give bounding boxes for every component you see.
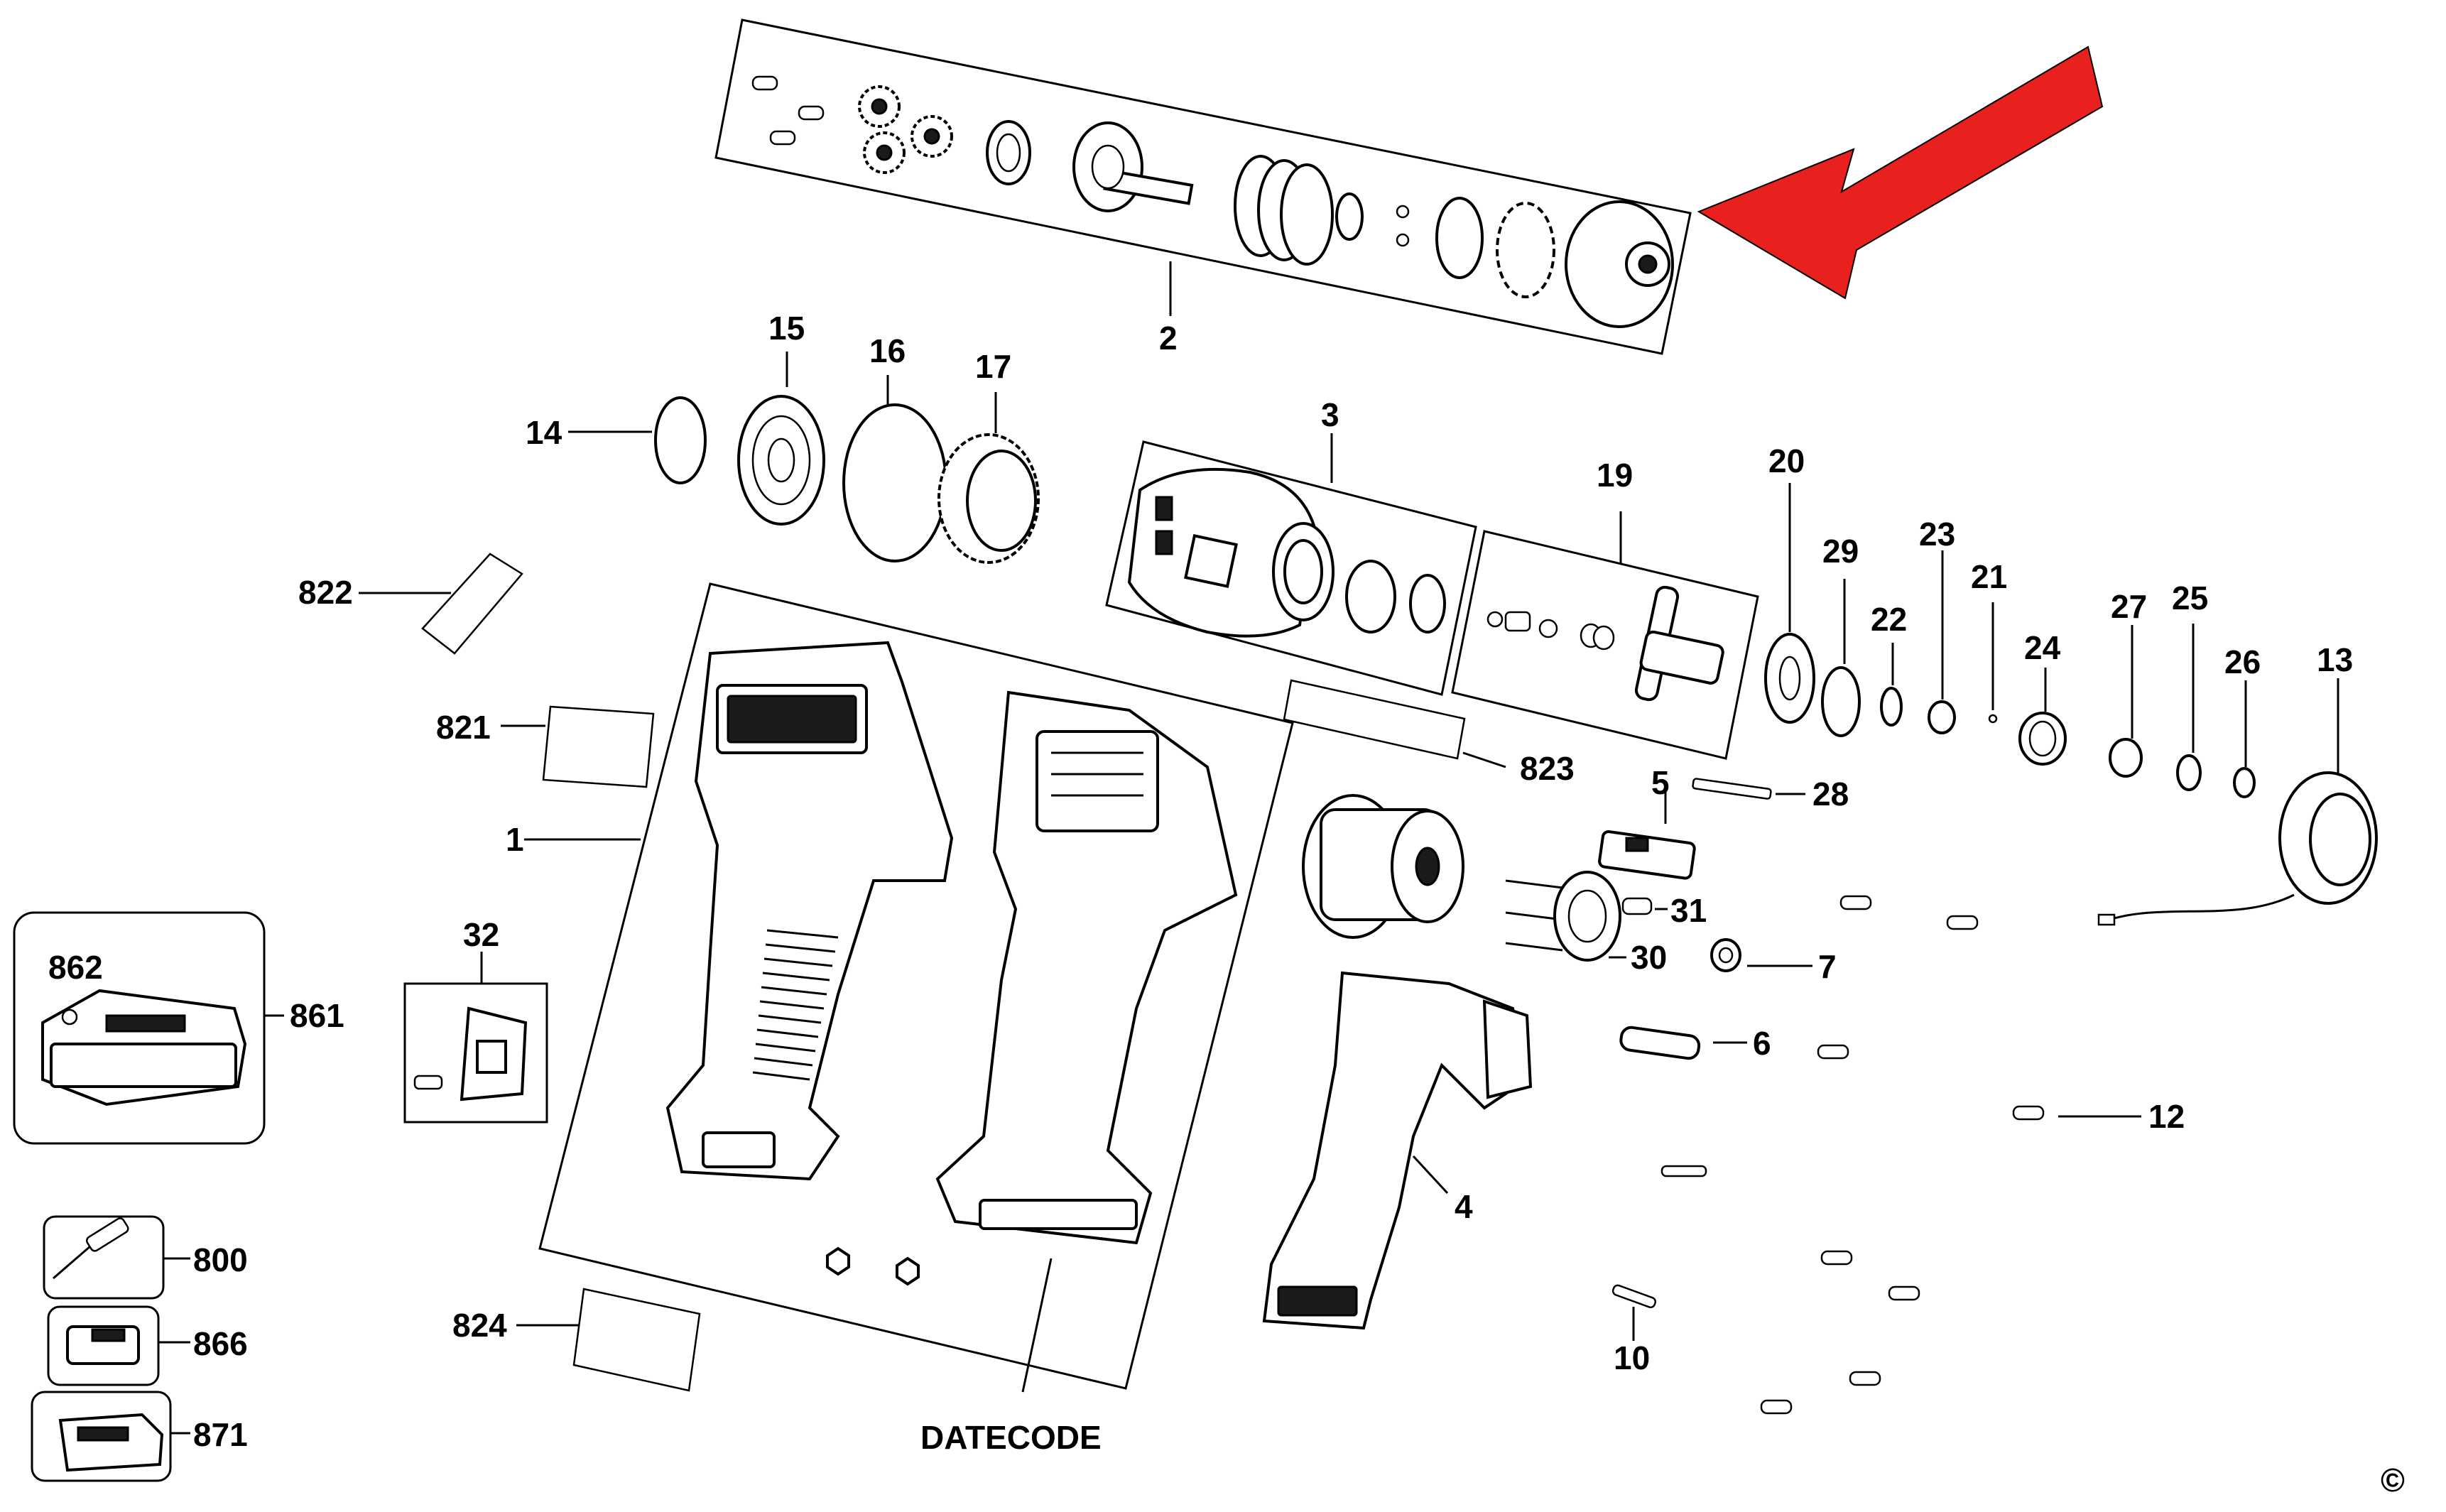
gearbox-assembly-panel: 2 [714, 18, 2104, 357]
anvil-panel: 19 [1451, 457, 1759, 760]
screws-and-pins: 12 10 [1611, 895, 2185, 1415]
callout-21: 21 [1971, 558, 2007, 595]
callout-30: 30 [1631, 939, 1667, 976]
callout-31: 31 [1670, 892, 1707, 929]
nose-cover-panel: 3 [1105, 396, 1477, 696]
callout-15: 15 [768, 310, 805, 347]
callout-25: 25 [2172, 580, 2208, 616]
housing-panel: 1 DATECODE [506, 582, 1294, 1456]
callout-22: 22 [1871, 601, 1907, 638]
left-clamshell [665, 641, 954, 1181]
callout-17: 17 [975, 348, 1011, 385]
anvil [1634, 585, 1724, 702]
callout-4: 4 [1455, 1188, 1473, 1225]
callout-24: 24 [2024, 629, 2061, 666]
nose-housing [1127, 467, 1335, 638]
callout-871: 871 [193, 1416, 248, 1453]
callout-12: 12 [2148, 1098, 2185, 1135]
callout-19: 19 [1597, 457, 1633, 494]
callout-822: 822 [298, 574, 353, 611]
front-cover-parts: 14 15 16 17 [526, 310, 1040, 564]
spindle-carrier [1072, 121, 1194, 212]
callout-823: 823 [1520, 750, 1575, 787]
callout-862: 862 [48, 949, 103, 986]
planetary-gears [858, 85, 953, 174]
kit-box-panel: 862 861 [13, 911, 344, 1145]
callout-14: 14 [526, 414, 562, 451]
datecode-label: DATECODE [920, 1419, 1102, 1456]
grip-hatch-left [752, 929, 839, 1081]
callout-7: 7 [1818, 948, 1837, 985]
callout-32: 32 [463, 916, 499, 953]
callout-23: 23 [1919, 516, 1955, 553]
light-ring-13 [2097, 771, 2378, 926]
callout-20: 20 [1768, 442, 1805, 479]
callout-5: 5 [1651, 764, 1670, 801]
switch-5 [1598, 830, 1696, 880]
collar-15 [737, 395, 825, 526]
hammer [1565, 200, 1674, 328]
callout-2: 2 [1159, 320, 1178, 357]
small-parts-right: 20 29 22 23 21 24 27 25 26 [1764, 442, 2378, 926]
labels-group: 822 821 823 824 [298, 553, 1575, 1392]
callout-28: 28 [1812, 776, 1849, 812]
pointer-arrow [1697, 45, 2104, 300]
controller-module-30 [1505, 871, 1621, 962]
callout-26: 26 [2224, 643, 2261, 680]
callout-866: 866 [193, 1325, 248, 1362]
callout-27: 27 [2111, 588, 2147, 625]
callout-861: 861 [290, 997, 344, 1034]
callout-10: 10 [1614, 1339, 1650, 1376]
motor [1302, 794, 1464, 939]
switch-housing [1262, 971, 1533, 1330]
callout-800: 800 [193, 1241, 248, 1278]
callout-16: 16 [869, 332, 906, 369]
motor-assembly: 30 31 4 5 28 7 6 [1262, 764, 1849, 1330]
callout-824: 824 [452, 1307, 507, 1344]
hammer-spring [1234, 155, 1334, 266]
callout-13: 13 [2317, 641, 2353, 678]
right-clamshell [935, 690, 1238, 1245]
callout-6: 6 [1753, 1025, 1771, 1062]
callout-3: 3 [1321, 396, 1339, 433]
callout-821: 821 [436, 709, 491, 746]
callout-1: 1 [506, 821, 524, 858]
accessory-boxes: 800 866 871 [31, 1215, 248, 1482]
ring-gear-17 [937, 433, 1040, 564]
belt-clip-panel: 32 [403, 916, 548, 1124]
copyright-symbol: © [2381, 1462, 2405, 1499]
callout-29: 29 [1822, 533, 1859, 570]
